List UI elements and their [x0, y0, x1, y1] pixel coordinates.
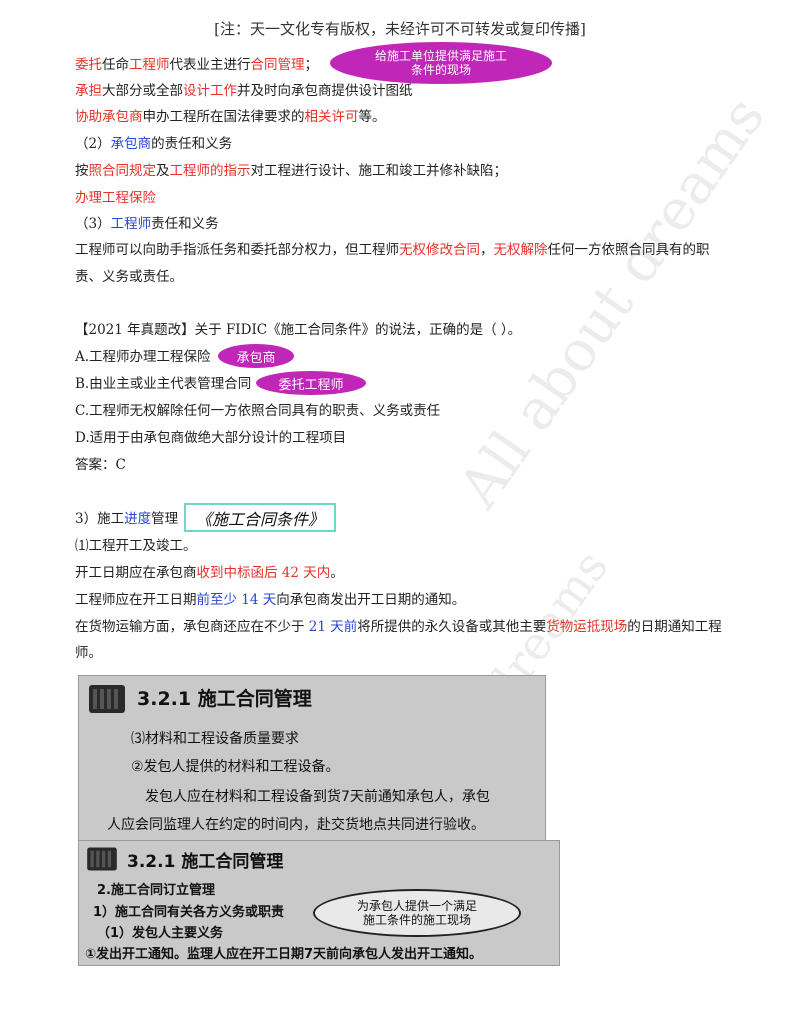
slide-text: （1）发包人主要义务 [97, 926, 224, 941]
annotation-box-label: 《施工合同条件》 [184, 503, 336, 532]
slide-title: 3.2.1 施工合同管理 [137, 688, 312, 710]
slide-text: 人应会同监理人在约定的时间内，赴交货地点共同进行验收。 [107, 817, 485, 833]
annotation-bubble-site: 给施工单位提供满足施工 条件的现场 [330, 42, 552, 84]
slide-text: ⑶材料和工程设备质量要求 [131, 731, 299, 747]
option-d: D.适用于由承包商做绝大部分设计的工程项目 [75, 430, 347, 446]
text-line: （3）工程师责任和义务 [75, 216, 219, 232]
watermark-text: All about dreams [446, 85, 778, 520]
annotation-bubble-a: 承包商 [218, 344, 294, 368]
slide-text: 发包人应在材料和工程设备到货7天前通知承包人，承包 [145, 789, 490, 805]
slide-text: 2.施工合同订立管理 [97, 883, 215, 898]
book-icon [89, 685, 125, 713]
slide-text: ②发包人提供的材料和工程设备。 [131, 759, 340, 775]
text-line: 委托任命工程师代表业主进行合同管理； [75, 57, 318, 73]
text-line: 协助承包商申办工程所在国法律要求的相关许可等。 [75, 109, 386, 125]
copyright-header: [注：天一文化专有版权，未经许可不可转发或复印传播] [214, 20, 586, 38]
question-stem: 【2021 年真题改】关于 FIDIC《施工合同条件》的说法，正确的是（ ）。 [75, 322, 522, 338]
slide-text: 1）施工合同有关各方义务或职责 [93, 905, 285, 920]
slide-image-1: 3.2.1 施工合同管理 ⑶材料和工程设备质量要求 ②发包人提供的材料和工程设备… [78, 675, 546, 842]
text-line: 师。 [75, 645, 102, 661]
option-a: A.工程师办理工程保险 [75, 349, 211, 365]
section-heading: 3）施工进度管理 [75, 511, 179, 527]
answer: 答案：C [75, 457, 126, 473]
text-line: 工程师应在开工日期前至少 14 天向承包商发出开工日期的通知。 [75, 592, 466, 608]
slide-image-2: 3.2.1 施工合同管理 2.施工合同订立管理 1）施工合同有关各方义务或职责 … [78, 840, 560, 966]
text-line: ⑴工程开工及竣工。 [75, 538, 197, 554]
text-line: 承担大部分或全部设计工作并及时向承包商提供设计图纸 [75, 83, 413, 99]
text-line: 工程师可以向助手指派任务和委托部分权力，但工程师无权修改合同，无权解除任何一方依… [75, 242, 710, 258]
option-b: B.由业主或业主代表管理合同 [75, 376, 252, 392]
text-line: 在货物运输方面，承包商还应在不少于 21 天前将所提供的永久设备或其他主要货物运… [75, 619, 722, 635]
text-line: 办理工程保险 [75, 190, 156, 206]
annotation-bubble-b: 委托工程师 [256, 371, 366, 395]
text-line: 按照合同规定及工程师的指示对工程进行设计、施工和竣工并修补缺陷； [75, 163, 507, 179]
slide-title: 3.2.1 施工合同管理 [127, 852, 284, 872]
book-icon [87, 847, 117, 871]
cloud-callout: 为承包人提供一个满足 施工条件的施工现场 [313, 889, 521, 937]
text-line: 责、义务或责任。 [75, 269, 183, 285]
slide-text: ①发出开工通知。监理人应在开工日期7天前向承包人发出开工通知。 [85, 947, 483, 962]
text-line: （2）承包商的责任和义务 [75, 136, 233, 152]
option-c: C.工程师无权解除任何一方依照合同具有的职责、义务或责任 [75, 403, 441, 419]
text-line: 开工日期应在承包商收到中标函后 42 天内。 [75, 565, 344, 581]
